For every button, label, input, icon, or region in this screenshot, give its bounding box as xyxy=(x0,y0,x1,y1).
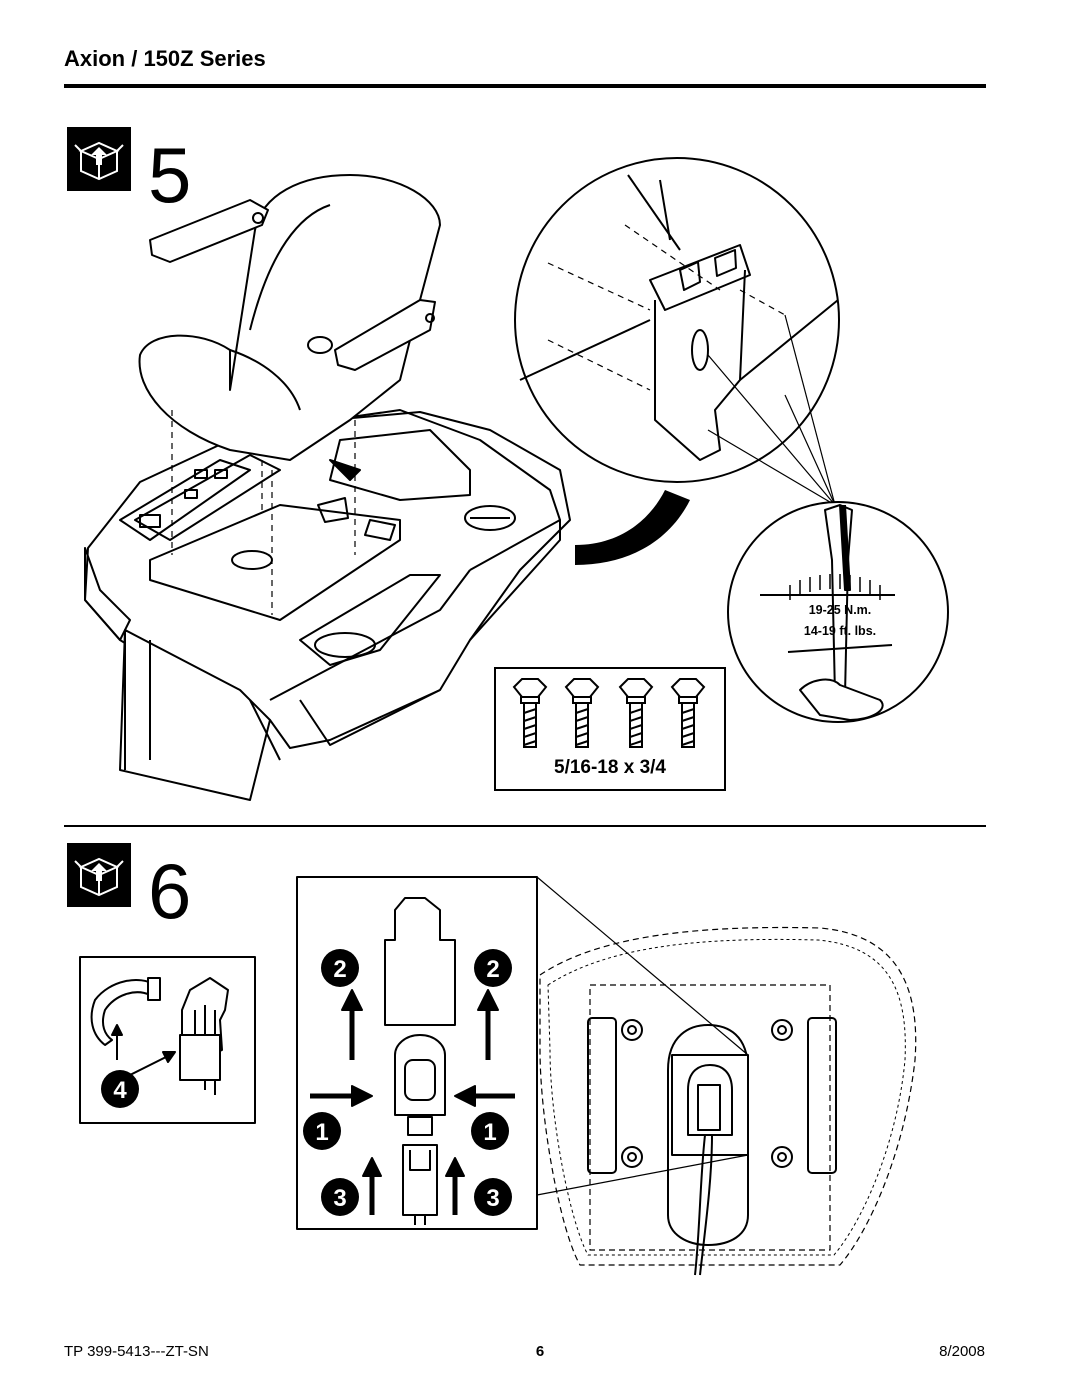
page-title: Axion / 150Z Series xyxy=(64,46,266,71)
page-number: 6 xyxy=(535,1343,545,1360)
curved-arrow xyxy=(575,490,690,565)
callout-1-right-label: 1 xyxy=(483,1119,496,1146)
bolt-icons xyxy=(512,678,706,748)
callout-1-left xyxy=(303,1112,341,1150)
seat-drawing xyxy=(138,174,441,615)
torque-wrench-circle xyxy=(727,501,949,723)
callout-2-right-label: 2 xyxy=(486,956,499,983)
callout-2-right xyxy=(474,949,512,987)
bracket-detail-circle xyxy=(514,157,840,506)
header-rule xyxy=(64,84,986,88)
callout-3-left xyxy=(321,1178,359,1216)
connector-detail xyxy=(296,876,538,1230)
box-up-arrow-icon-graphic xyxy=(74,857,124,897)
step-number-5: 5 xyxy=(148,131,192,219)
box-up-arrow-icon xyxy=(67,127,131,191)
callout-4 xyxy=(101,1070,139,1108)
callout-3-left-label: 3 xyxy=(333,1185,346,1212)
mower-body-drawing xyxy=(84,409,571,801)
callouts: 2 2 1 1 3 3 4 xyxy=(101,949,512,1216)
bolt-spec-box: 5/16-18 x 3/4 xyxy=(494,667,726,791)
doc-number: TP 399-5413---ZT-SN xyxy=(64,1343,209,1360)
callout-2-left-label: 2 xyxy=(333,956,346,983)
callout-1-left-label: 1 xyxy=(315,1119,328,1146)
torque-imperial: 14-19 ft. lbs. xyxy=(803,624,877,638)
doc-date: 8/2008 xyxy=(939,1343,985,1360)
callout-2-left xyxy=(321,949,359,987)
callout-3-right-label: 3 xyxy=(486,1185,499,1212)
section-divider xyxy=(64,825,986,827)
bolt-spec-label: 5/16-18 x 3/4 xyxy=(554,757,666,778)
callout-1-right xyxy=(471,1112,509,1150)
callout-4-label: 4 xyxy=(113,1077,127,1104)
box-up-arrow-icon-graphic xyxy=(74,141,124,181)
callout-3-right xyxy=(474,1178,512,1216)
box-up-arrow-icon xyxy=(67,843,131,907)
step-number-6: 6 xyxy=(148,847,192,935)
seat-underside xyxy=(536,876,917,1276)
torque-metric: 19-25 N.m. xyxy=(808,603,872,617)
